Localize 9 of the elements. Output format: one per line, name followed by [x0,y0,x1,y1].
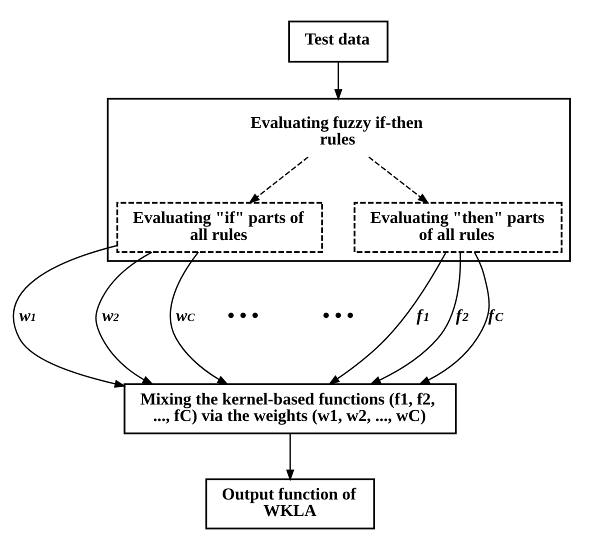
edge-label: wC [176,306,195,325]
node-text: Evaluating fuzzy if-then rules [250,112,423,149]
edge-label: f1 [416,306,430,325]
label: • • • [322,304,354,327]
label: • • • [228,304,259,327]
edge-label: fC [488,306,504,325]
edge-label: w2 [102,306,119,325]
edge-label: f2 [456,306,469,325]
edge-label: w1 [19,306,36,325]
